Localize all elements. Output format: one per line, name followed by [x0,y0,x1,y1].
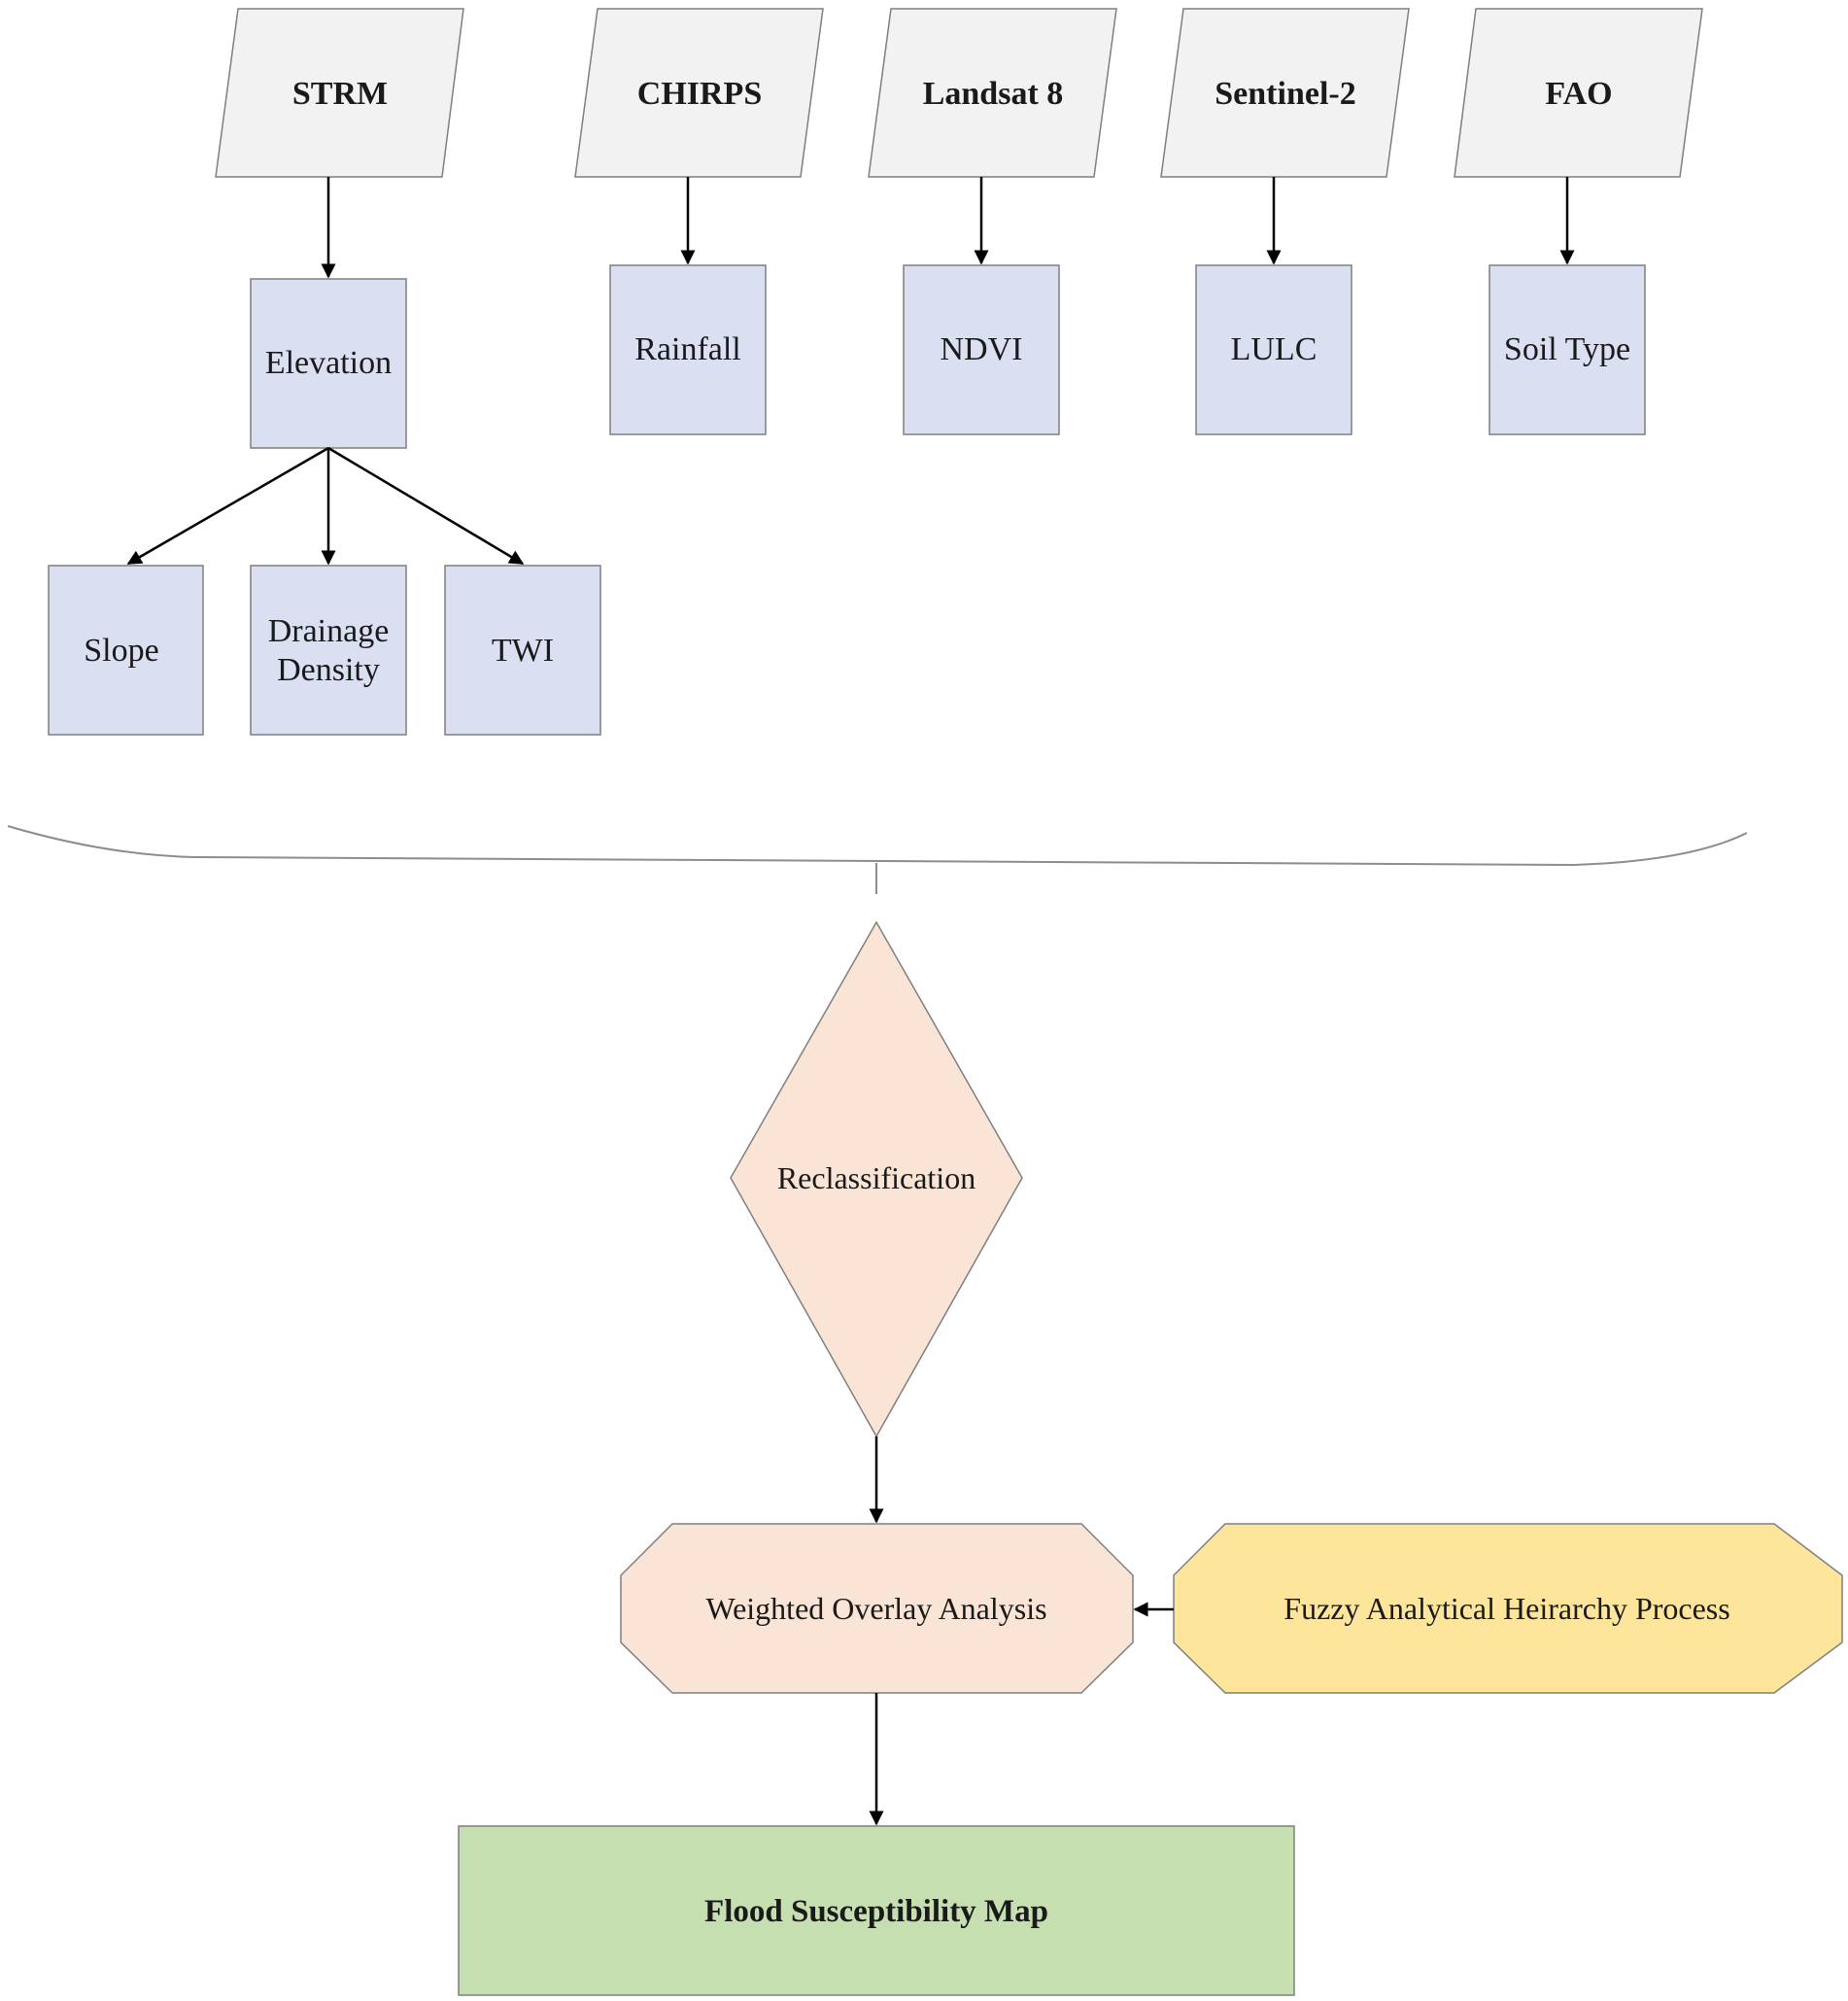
layer-rainfall: Rainfall [609,264,767,435]
layer-elevation: Elevation [250,278,407,449]
arrow-elevation-twi [327,446,525,566]
output-flood-map: Flood Susceptibility Map [458,1825,1295,1996]
process-reclassification: Reclassification [730,920,1023,1438]
svg-text:Rainfall: Rainfall [634,331,741,367]
layer-soil-type: Soil Type [1489,264,1646,435]
svg-text:FAO: FAO [1545,76,1612,112]
svg-text:Slope: Slope [84,633,158,669]
layer-drainage-density: Drainage Density [250,565,407,736]
layer-ndvi: NDVI [903,264,1060,435]
svg-text:Elevation: Elevation [265,345,392,381]
svg-text:Reclassification: Reclassification [777,1160,975,1195]
source-sentinel-2: Sentinel-2 [1160,8,1410,178]
process-weighted-overlay: Weighted Overlay Analysis [620,1523,1134,1694]
layer-twi: TWI [444,565,601,736]
svg-text:Density: Density [277,652,380,688]
source-fao: FAO [1454,8,1703,178]
svg-text:Flood Susceptibility Map: Flood Susceptibility Map [704,1894,1048,1929]
svg-text:TWI: TWI [492,633,554,669]
layer-slope: Slope [48,565,204,736]
grouping-brace [7,825,1748,894]
svg-text:CHIRPS: CHIRPS [637,76,762,112]
svg-text:STRM: STRM [292,76,388,112]
svg-text:Sentinel-2: Sentinel-2 [1215,76,1355,112]
source-landsat-8: Landsat 8 [868,8,1117,178]
svg-text:Fuzzy Analytical Heirarchy Pro: Fuzzy Analytical Heirarchy Process [1283,1591,1729,1626]
process-fuzzy-ahp: Fuzzy Analytical Heirarchy Process [1173,1523,1843,1694]
svg-text:Weighted Overlay Analysis: Weighted Overlay Analysis [705,1591,1046,1626]
svg-text:Landsat 8: Landsat 8 [923,76,1064,112]
svg-text:Soil Type: Soil Type [1504,331,1630,367]
source-chirps: CHIRPS [574,8,824,178]
source-strm: STRM [215,8,464,178]
arrow-elevation-slope [126,446,329,566]
svg-text:LULC: LULC [1231,331,1318,367]
layer-lulc: LULC [1195,264,1352,435]
svg-text:NDVI: NDVI [941,331,1023,367]
svg-text:Drainage: Drainage [268,613,390,649]
